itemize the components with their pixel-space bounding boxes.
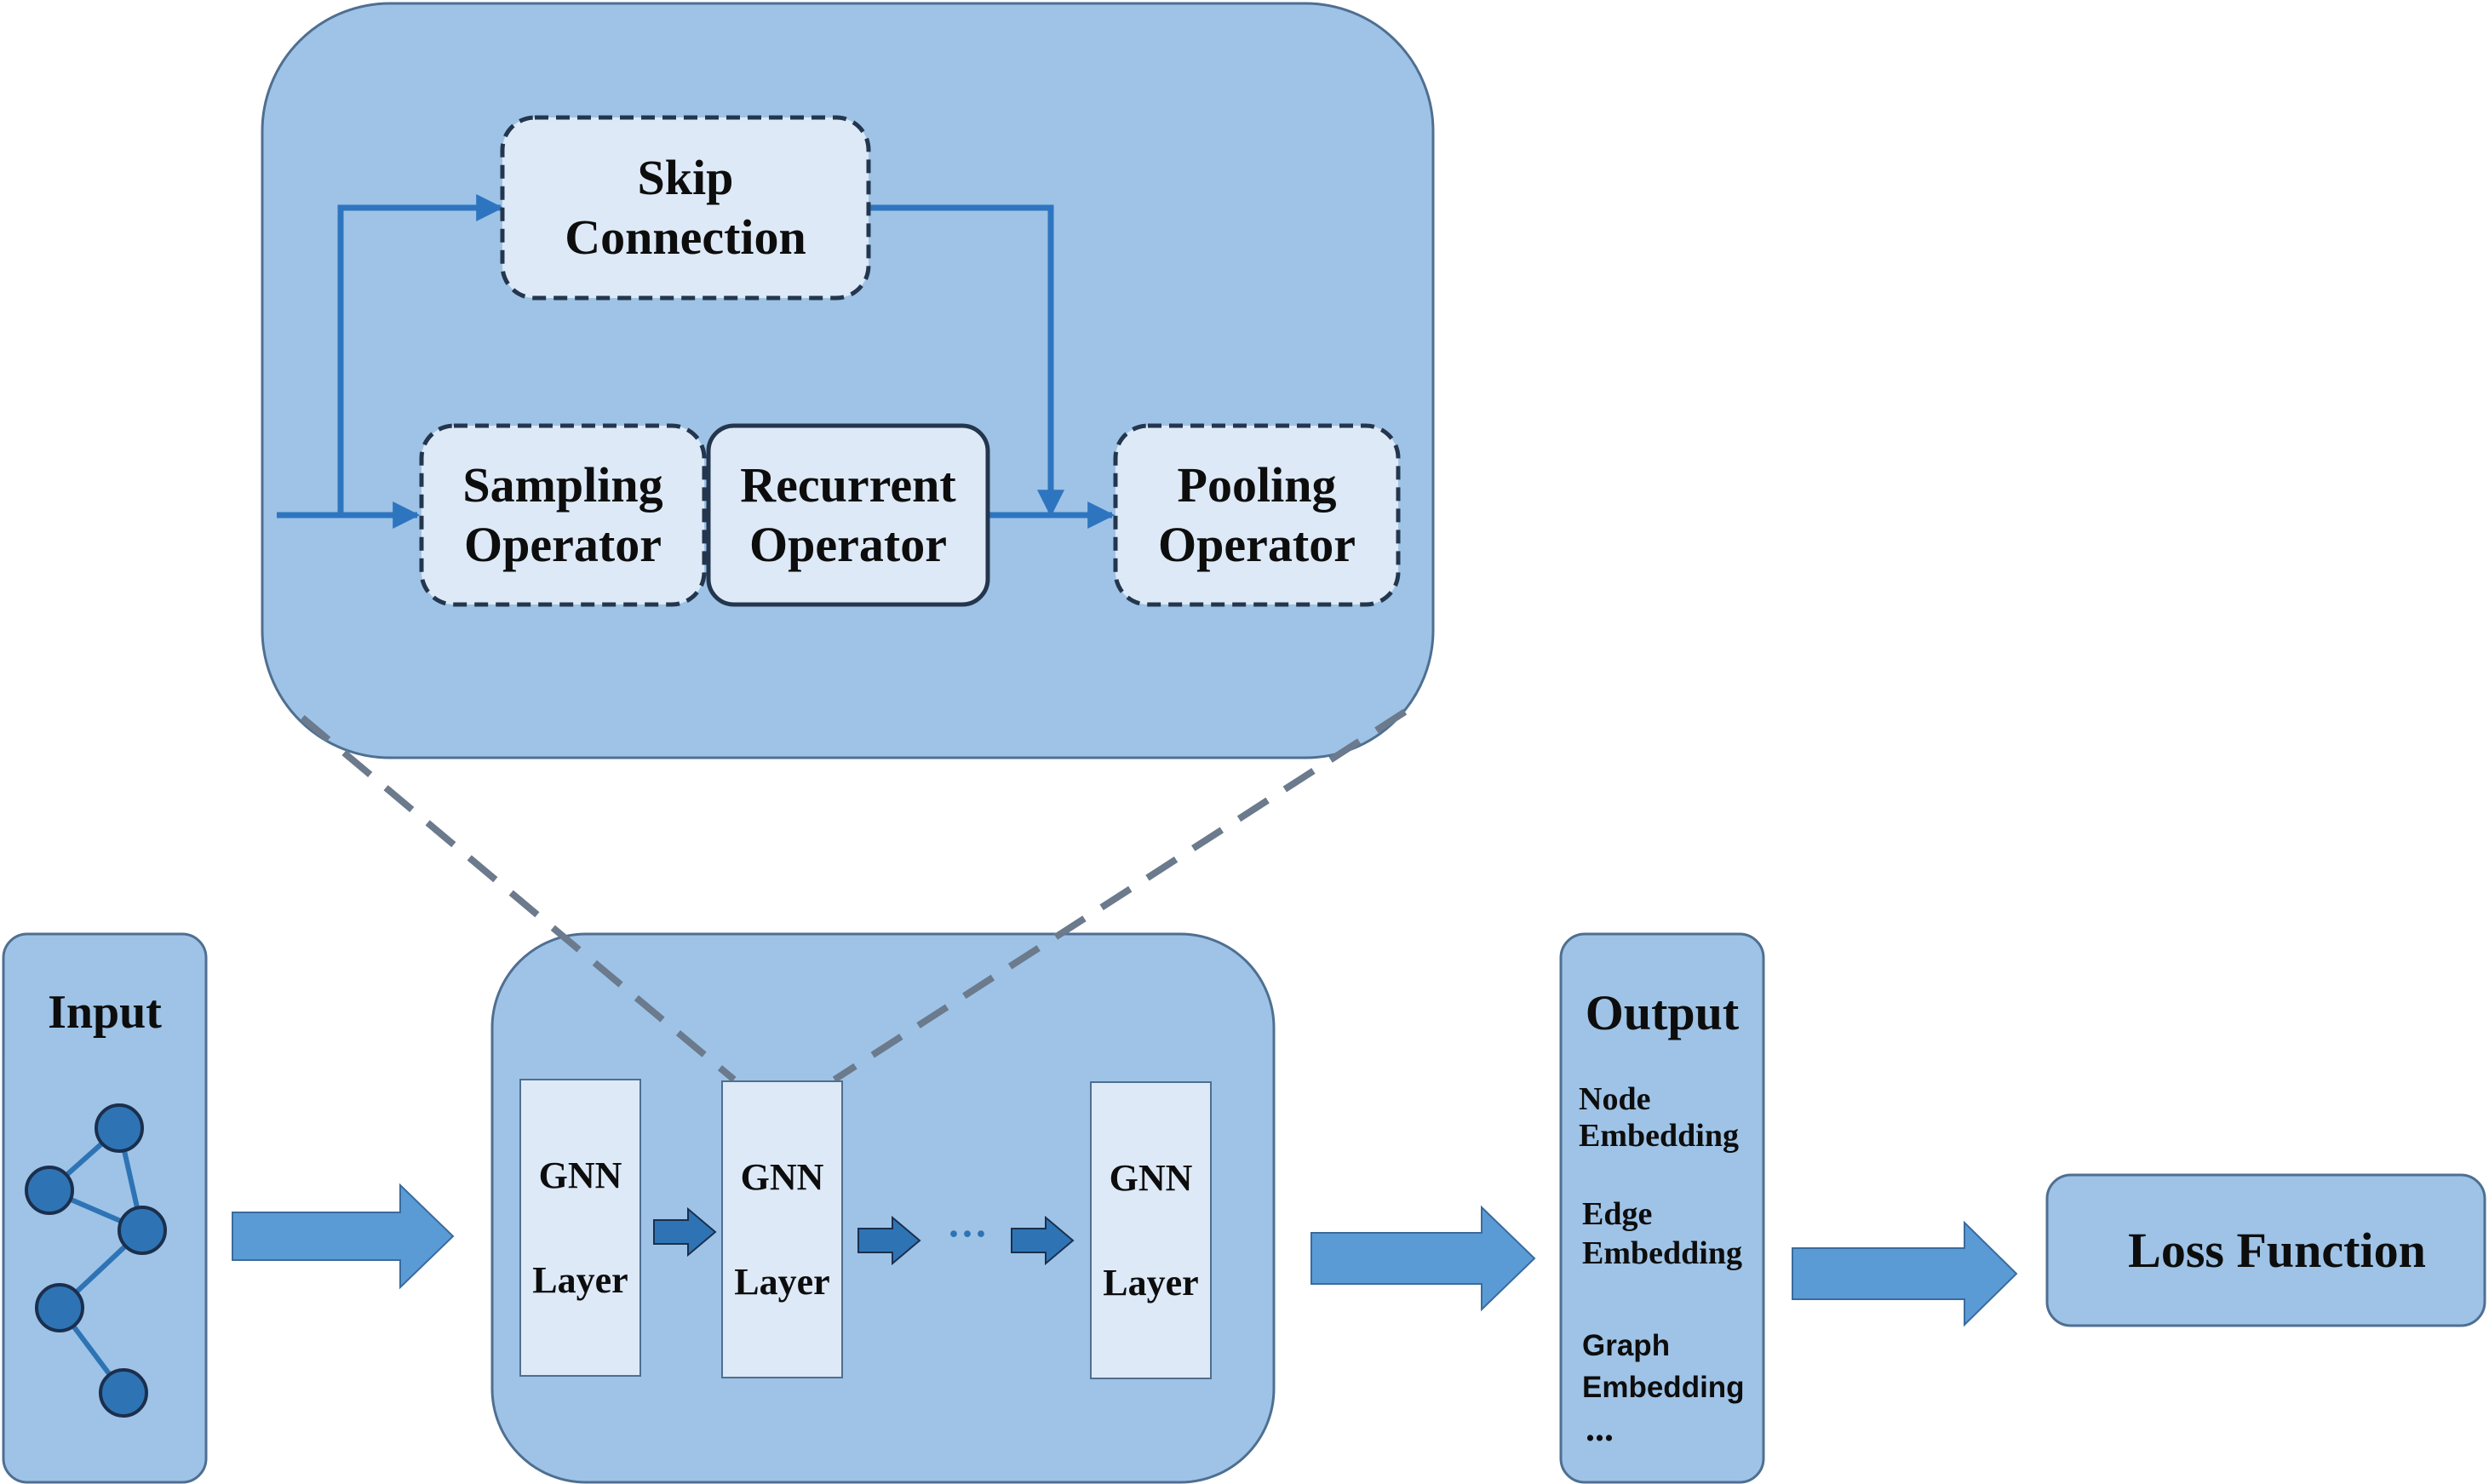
gnn-layer-label-1: GNN Layer <box>532 1154 628 1301</box>
gnn-layer-label-3: GNN Layer <box>1103 1156 1199 1304</box>
output-title: Output <box>1585 985 1740 1041</box>
gnn-layer-label-2: GNN Layer <box>734 1155 830 1303</box>
loss-panel <box>2045 1173 2486 1327</box>
loss-function-label: Loss Function <box>2128 1222 2426 1278</box>
node-embedding-label: Node Embedding <box>1579 1081 1739 1154</box>
edge-embedding-label: Edge Embedding <box>1582 1196 1742 1271</box>
pooling-operator-label: Pooling Operator <box>1158 457 1356 572</box>
output-panel <box>1559 932 1765 1484</box>
zoom-line-left <box>300 714 737 1083</box>
input-to-layers-arrow <box>232 1183 455 1290</box>
module-panel <box>261 2 1435 759</box>
graph-node <box>118 1206 167 1255</box>
layer-arrow-3 <box>1011 1215 1075 1266</box>
gnn-layer-box-3 <box>1090 1081 1212 1379</box>
layer-arrow-2 <box>857 1215 921 1266</box>
layers-ellipsis: ··· <box>946 1212 989 1258</box>
skip-connection-box <box>500 115 871 301</box>
skip-merge-arrow <box>869 204 1064 518</box>
output-to-loss-arrow <box>1792 1220 2018 1327</box>
input-graph-icon <box>25 1103 167 1418</box>
recurrent-operator-box <box>706 423 990 607</box>
sampling-operator-label: Sampling Operator <box>462 457 663 572</box>
skip-branch-arrow <box>337 194 504 515</box>
gnn-layers-panel <box>490 932 1276 1484</box>
recurrent-operator-label: Recurrent Operator <box>740 457 956 572</box>
graph-embedding-label: Graph Embedding <box>1582 1329 1745 1404</box>
input-panel <box>2 932 208 1484</box>
output-more-ellipsis: ... <box>1586 1407 1614 1449</box>
layers-to-output-arrow <box>1310 1205 1536 1312</box>
graph-node <box>35 1283 84 1332</box>
zoom-line-right <box>832 708 1408 1083</box>
graph-node <box>25 1166 74 1215</box>
graph-node <box>95 1103 144 1153</box>
input-title: Input <box>48 986 162 1040</box>
skip-connection-label: Skip Connection <box>565 150 806 265</box>
layer-arrow-1 <box>653 1206 717 1258</box>
gnn-layer-box-1 <box>519 1079 641 1377</box>
gnn-layer-box-2 <box>721 1080 843 1378</box>
pooling-operator-box <box>1113 423 1401 607</box>
sampling-operator-box <box>419 423 707 607</box>
graph-node <box>99 1368 148 1418</box>
